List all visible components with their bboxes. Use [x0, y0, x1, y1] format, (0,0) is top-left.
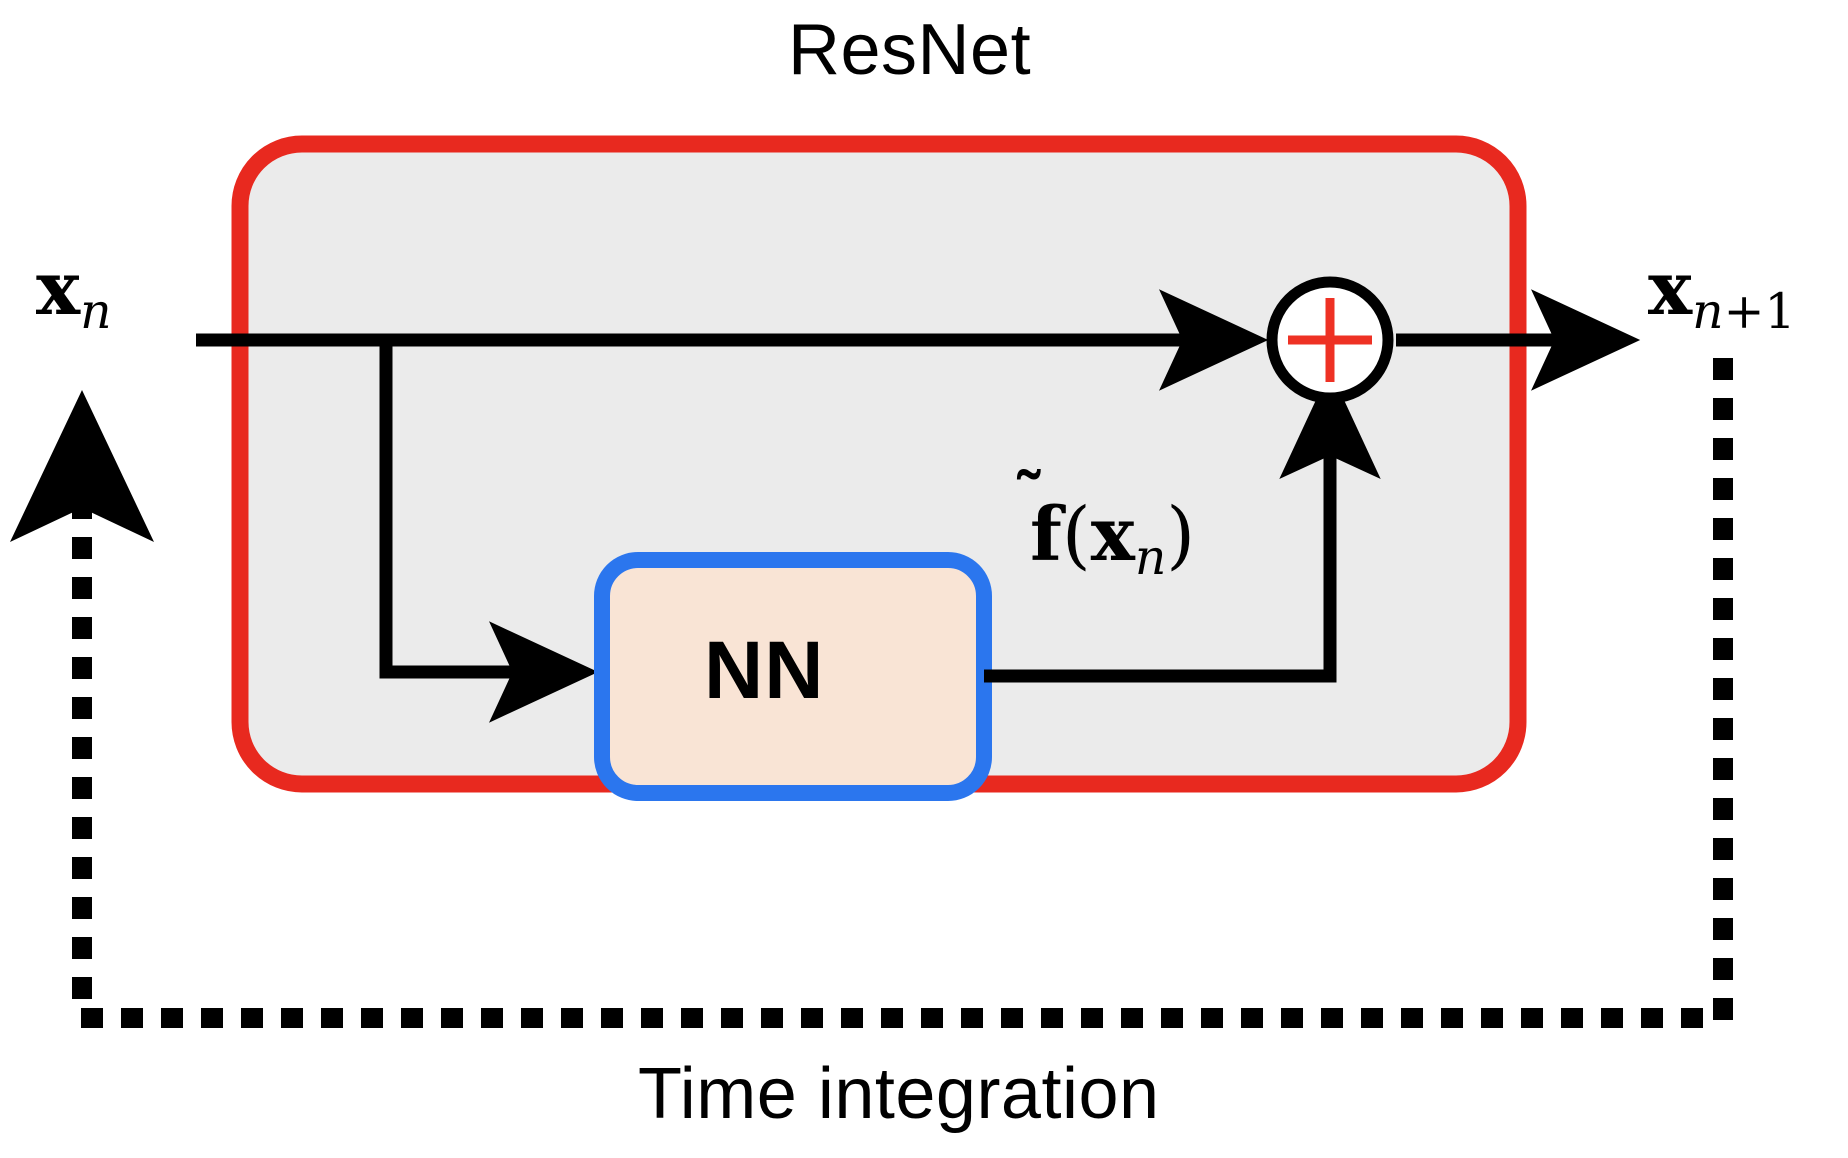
nn-block-label: NN: [704, 625, 825, 716]
residual-label-open-paren: (: [1061, 492, 1091, 578]
output-label-operand: 1: [1764, 282, 1796, 340]
output-label: xn+1: [1648, 252, 1796, 336]
residual-label-inner: x: [1090, 492, 1135, 578]
residual-label-ftilde: ̃f: [1030, 498, 1062, 572]
page-title: ResNet: [788, 10, 1032, 90]
input-label: xn: [36, 252, 112, 336]
nn-output-path: [984, 369, 1381, 683]
residual-label-close-paren: ): [1166, 492, 1196, 578]
input-label-subscript: n: [80, 282, 112, 340]
output-label-subscript: n: [1692, 282, 1724, 340]
input-label-symbol: x: [36, 246, 81, 332]
feedback-dotted-path: [9, 358, 1733, 1028]
output-label-operator: +: [1723, 282, 1765, 340]
residual-label-subscript: n: [1134, 528, 1167, 586]
residual-label: ̃f(xn): [1030, 498, 1195, 582]
diagram-caption: Time integration: [638, 1054, 1160, 1134]
output-label-symbol: x: [1648, 246, 1693, 332]
nn-input-branch: [379, 340, 599, 723]
residual-label-symbol: f: [1030, 492, 1062, 578]
